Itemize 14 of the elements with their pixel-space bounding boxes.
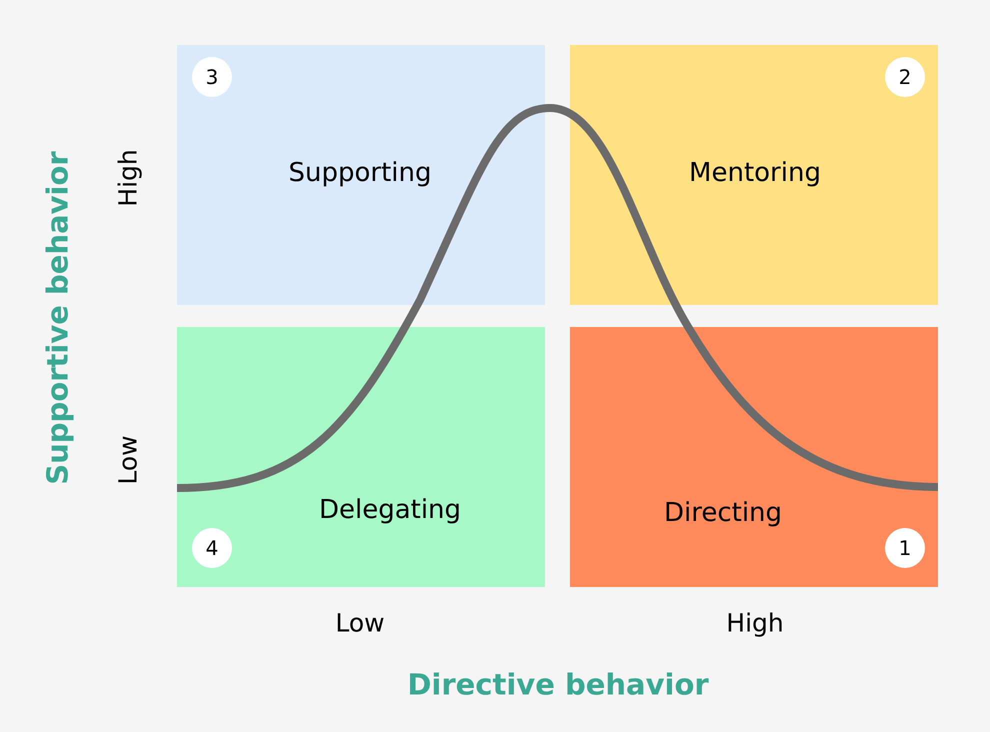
quadrant-box [177,45,545,305]
axis-tick-label: High [116,149,140,207]
axis-tick-label: Low [116,435,140,485]
quadrant-label: Mentoring [689,160,821,186]
axis-tick-label: High [726,610,784,636]
quadrant-label: Delegating [318,497,462,523]
quadrant-label: Directing [664,500,782,526]
quadrant-label: Supporting [288,160,432,186]
quadrant-box [570,327,938,587]
quadrant-box [570,45,938,305]
quadrant-box [177,327,545,587]
axis-tick-label: Low [335,610,385,636]
axis-title: Directive behavior [407,670,709,700]
axis-title: Supportive behavior [44,151,72,485]
